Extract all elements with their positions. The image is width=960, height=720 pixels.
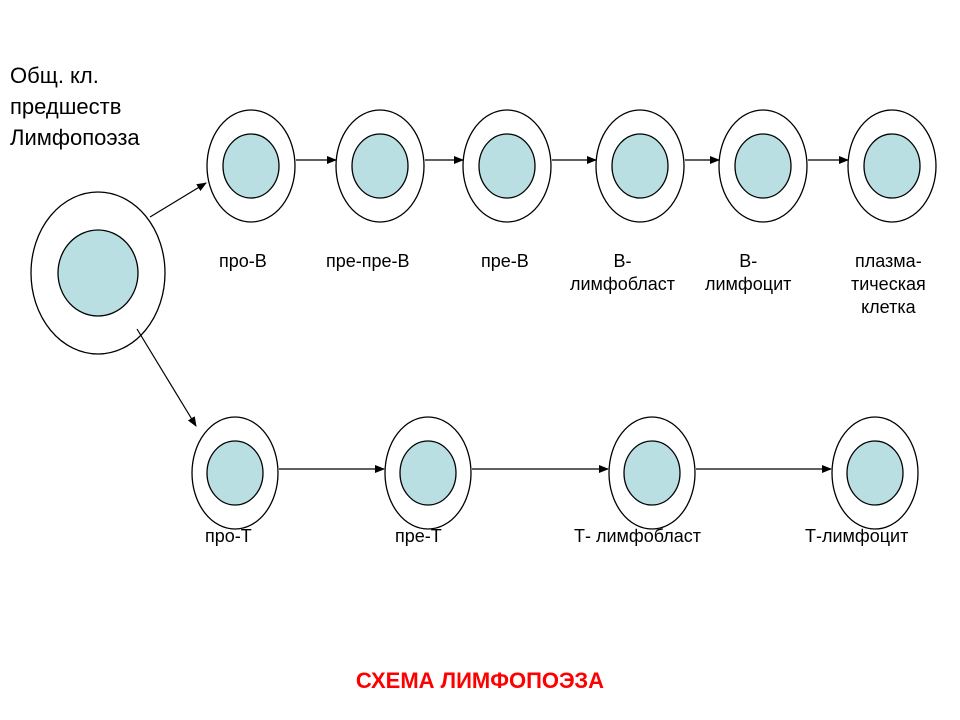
origin-label-line: Лимфопоэза (10, 125, 140, 150)
b-cell-1 (335, 109, 425, 223)
b-cell-label: пре-пре-В (326, 250, 410, 273)
arrow (136, 328, 197, 427)
origin-label-line: предшеств (10, 94, 122, 119)
b-cell-4 (718, 109, 808, 223)
b-cell-label-line: В- (739, 251, 758, 271)
diagram-title: СХЕМА ЛИМФОПОЭЗА (355, 668, 605, 693)
b-cell-label-line: про-В (219, 251, 267, 271)
b-cell-label-line: пре-В (481, 251, 529, 271)
b-cell-2 (462, 109, 552, 223)
t-cell-1 (384, 416, 472, 530)
t-cell-label-line: про-Т (205, 526, 252, 546)
t-cell-label-line: Т- лимфобласт (574, 526, 702, 546)
t-cell-0 (191, 416, 279, 530)
cell-nucleus (351, 133, 409, 199)
t-cell-label-line: пре-Т (395, 526, 442, 546)
arrow (149, 182, 207, 218)
b-cell-label-line: В- (613, 251, 632, 271)
cell-nucleus (863, 133, 921, 199)
t-cell-label: про-Т (205, 525, 252, 548)
b-cell-label: пре-В (481, 250, 529, 273)
t-cell-3 (831, 416, 919, 530)
cell-nucleus (57, 229, 139, 317)
b-cell-5 (847, 109, 937, 223)
cell-nucleus (623, 440, 681, 506)
origin-label: Общ. кл. предшеств Лимфопоэза (10, 60, 140, 153)
b-cell-label: В-лимфоцит (705, 250, 791, 296)
t-cell-label: Т- лимфобласт (574, 525, 701, 548)
progenitor-cell (30, 191, 166, 355)
t-cell-2 (608, 416, 696, 530)
b-cell-label-line: лимфоцит (705, 274, 792, 294)
cell-nucleus (611, 133, 669, 199)
origin-label-line: Общ. кл. (10, 63, 99, 88)
cell-nucleus (846, 440, 904, 506)
b-cell-0 (206, 109, 296, 223)
b-cell-label-line: тическая (851, 274, 926, 294)
b-cell-label-line: пре-пре-В (326, 251, 410, 271)
b-cell-label: В-лимфобласт (570, 250, 675, 296)
t-cell-label-line: Т-лимфоцит (805, 526, 909, 546)
cell-nucleus (206, 440, 264, 506)
t-cell-label: пре-Т (395, 525, 442, 548)
cell-nucleus (222, 133, 280, 199)
t-cell-label: Т-лимфоцит (805, 525, 908, 548)
cell-nucleus (478, 133, 536, 199)
b-cell-label-line: лимфобласт (570, 274, 676, 294)
b-cell-label: плазма-тическая клетка (851, 250, 926, 319)
b-cell-label-line: плазма- (855, 251, 922, 271)
cell-nucleus (734, 133, 792, 199)
b-cell-3 (595, 109, 685, 223)
b-cell-label-line: клетка (861, 297, 916, 317)
cell-nucleus (399, 440, 457, 506)
b-cell-label: про-В (219, 250, 267, 273)
